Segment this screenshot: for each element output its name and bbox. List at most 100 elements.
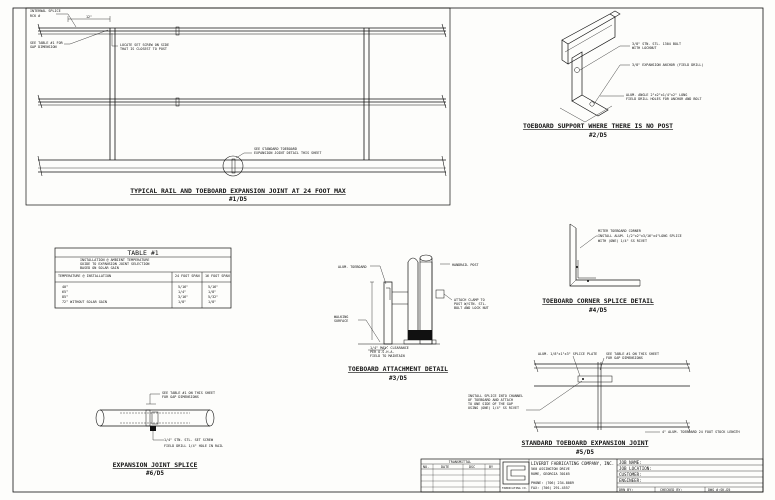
d5-ref: #5/D5 bbox=[576, 449, 594, 456]
d1-note-expansion: EXPANSION JOINT DETAIL THIS SHEET bbox=[254, 151, 321, 155]
d6-title: EXPANSION JOINT SPLICE bbox=[113, 461, 198, 469]
d1-title: TYPICAL RAIL AND TOEBOARD EXPANSION JOIN… bbox=[130, 187, 346, 195]
d6-note-table: SEE TABLE #1 ON THIS SHEET bbox=[162, 391, 215, 395]
detail-4-corner bbox=[569, 223, 641, 287]
d3-note-clamp-2: POST W/STN. STL. bbox=[454, 302, 487, 306]
sheet-border bbox=[12, 7, 764, 493]
d1-note-gap: GAP DIMENSION bbox=[30, 45, 57, 49]
d3-note-osha: PER O.S.H.A. bbox=[370, 350, 395, 354]
d1-note-closest: THAT IS CLOSEST TO POST bbox=[120, 47, 167, 51]
d5-note-install-1: INSTALL SPLICE INTO CHANNEL bbox=[468, 394, 523, 398]
logo-caption: FABRICATING CO. bbox=[502, 486, 528, 490]
d4-title: TOEBOARD CORNER SPLICE DETAIL bbox=[542, 297, 654, 305]
table-col-temp: TEMPERATURE @ INSTALLATION bbox=[58, 274, 111, 278]
table-r1-16: 5/16" bbox=[208, 285, 218, 289]
table-header-3: BASED ON SOLAR GAIN bbox=[80, 266, 119, 270]
field-checked-by: CHECKED BY: bbox=[660, 488, 682, 492]
d3-note-toeboard: ALUM. TOEBOARD bbox=[338, 265, 367, 269]
d4-note-splice: INSTALL ALUM. 1/2"x2"x3/16"x4"LONG SPLIC… bbox=[598, 234, 682, 238]
detail-1-rail-elevation bbox=[37, 13, 447, 177]
transmittal-col-date: DATE bbox=[441, 465, 449, 469]
table-r3-24: 3/16" bbox=[178, 295, 188, 299]
d5-note-install-3: TO ONE SIDE OF THE GAP bbox=[468, 402, 513, 406]
d4-ref: #4/D5 bbox=[589, 307, 607, 314]
d5-note-gap: FOR GAP DIMENSIONS bbox=[606, 356, 643, 360]
detail-3-section bbox=[358, 254, 453, 351]
table-r2-16: 1/8" bbox=[208, 290, 216, 294]
d3-note-walking: WALKING bbox=[334, 315, 348, 319]
detail-1-frame bbox=[25, 7, 451, 206]
d2-note-bolt: 3/8" STN. STL. 1304 BOLT bbox=[632, 42, 681, 46]
transmittal-label: TRANSMITTAL bbox=[449, 460, 471, 464]
table-r4-24: 1/8" bbox=[178, 300, 186, 304]
table-col-24: 24 FOOT SPAN bbox=[175, 274, 200, 278]
d5-title: STANDARD TOEBOARD EXPANSION JOINT bbox=[522, 439, 649, 447]
d3-title: TOEBOARD ATTACHMENT DETAIL bbox=[348, 365, 448, 373]
transmittal-col-by: BY bbox=[489, 465, 493, 469]
table-r4-16: 1/8" bbox=[208, 300, 216, 304]
field-job-location: JOB LOCATION: bbox=[619, 466, 652, 471]
company-name: LIVERDT FABRICATING COMPANY, INC. bbox=[531, 461, 614, 466]
d2-title: TOEBOARD SUPPORT WHERE THERE IS NO POST bbox=[523, 122, 673, 130]
d6-note-drill: FIELD DRILL 1/4" HOLE IN RAIL bbox=[164, 444, 223, 448]
table-r3-16: 5/32" bbox=[208, 295, 218, 299]
company-address: 560 ASSINGTON DRIVE bbox=[531, 467, 570, 471]
d1-note-rck: RCK # bbox=[30, 14, 41, 18]
d2-note-drill: FIELD DRILL HOLES FOR ANCHOR AND BOLT bbox=[626, 97, 702, 101]
field-drawn-by: DRN BY: bbox=[619, 488, 633, 492]
table-col-16: 16 FOOT SPAN bbox=[205, 274, 230, 278]
d4-note-rivet: WITH (ONE) 1/4" SS RIVET bbox=[598, 239, 647, 243]
table-1 bbox=[54, 247, 232, 309]
d3-ref: #3/D5 bbox=[389, 375, 407, 382]
d6-note-screw: 1/4" STN. STL. SET SCREW bbox=[164, 438, 214, 442]
field-engineer: ENGINEER: bbox=[619, 478, 642, 483]
table-header-1: INSTALLATION @ AMBIENT TEMPERATURE bbox=[80, 258, 149, 262]
table-r1-24: 5/16" bbox=[178, 285, 188, 289]
d5-note-plate: ALUM. 1/8"x1"x3" SPLICE PLATE bbox=[538, 352, 597, 356]
company-phone: PHONE: (706) 234-8089 bbox=[531, 481, 574, 485]
table-header-2: GUIDE TO EXPANSION JOINT SELECTION bbox=[80, 262, 149, 266]
d2-ref: #2/D5 bbox=[589, 132, 607, 139]
transmittal-col-dsc: DSC bbox=[469, 465, 475, 469]
d1-note-setscrew: LOCATE SET SCREW ON SIDE bbox=[120, 43, 169, 47]
title-block bbox=[420, 458, 764, 493]
table-r1-temp: 40° bbox=[62, 285, 68, 289]
d5-note-stock: 4" ALUM. TOEBOARD 24 FOOT STOCK LENGTH bbox=[662, 430, 740, 434]
d5-note-install-4: USING (ONE) 1/4" SS RIVET bbox=[468, 406, 519, 410]
table-title: TABLE #1 bbox=[127, 249, 158, 257]
table-r4-temp: 72° WITHOUT SOLAR GAIN bbox=[62, 300, 107, 304]
d3-note-post: HANDRAIL POST bbox=[452, 263, 479, 267]
d5-note-install-2: OF TOEBOARD AND ATTACH bbox=[468, 398, 513, 402]
d3-note-clearance: 1/4" MAX. CLEARANCE bbox=[370, 346, 409, 350]
d3-note-field: FIELD TO MAINTAIN bbox=[370, 354, 405, 358]
detail-5-expansion bbox=[526, 355, 691, 433]
table-r3-temp: 85° bbox=[62, 295, 68, 299]
d2-note-angle: ALUM. ANGLE 2"x2"x1/4"x2" LONG bbox=[626, 93, 687, 97]
d6-note-gap: FOR GAP DIMENSIONS bbox=[162, 395, 199, 399]
d1-ref: #1/D5 bbox=[229, 196, 247, 203]
table-r2-24: 1/4" bbox=[178, 290, 186, 294]
table-r2-temp: 65° bbox=[62, 290, 68, 294]
d3-note-surface: SURFACE bbox=[334, 319, 348, 323]
company-city: ROME, GEORGIA 30165 bbox=[531, 472, 570, 476]
detail-2-isometric bbox=[559, 10, 630, 123]
d1-note-splice: INTERNAL SPLICE bbox=[30, 9, 61, 13]
d3-note-clamp-3: BOLT AND LOCK NUT bbox=[454, 306, 489, 310]
company-fax: FAX: (706) 291-4557 bbox=[531, 486, 570, 490]
d2-note-locknut: WITH LOCKNUT bbox=[632, 46, 657, 50]
d2-note-anchor: 3/8" EXPANSION ANCHOR (FIELD DRILL) bbox=[632, 63, 703, 67]
field-job-name: JOB NAME: bbox=[619, 460, 642, 465]
field-customer: CUSTOMER: bbox=[619, 472, 642, 477]
d1-note-standard: SEE STANDARD TOEBOARD bbox=[254, 147, 297, 151]
d4-note-miter: MITER TOEBOARD CORNER bbox=[598, 229, 642, 233]
detail-6-splice bbox=[95, 393, 215, 441]
d5-note-table: SEE TABLE #1 ON THIS SHEET bbox=[606, 352, 659, 356]
field-dwg-number: DWG #:SK-D5 bbox=[708, 488, 730, 492]
transmittal-col-no: NO. bbox=[423, 465, 429, 469]
d6-ref: #6/D5 bbox=[146, 470, 164, 477]
d1-note-table: SEE TABLE #1 FOR bbox=[30, 41, 64, 45]
d3-note-clamp-1: ATTACH CLAMP TO bbox=[454, 298, 485, 302]
d1-dim-12: 12" bbox=[86, 15, 92, 19]
